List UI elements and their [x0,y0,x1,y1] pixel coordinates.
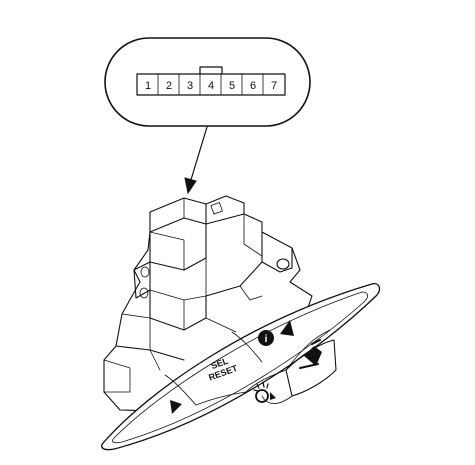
switch-face: i SEL RESET [101,283,381,451]
illumination-arrow-icon [270,392,276,400]
info-button[interactable]: i [258,320,294,346]
info-icon [258,330,274,346]
arrow-up-icon [280,320,294,336]
triangle-down-icon [170,400,182,414]
illumination-button[interactable] [253,381,276,403]
dash-brightness-icon [304,346,322,366]
down-button[interactable] [170,400,182,414]
leader-arrow [184,126,208,195]
pin-label: 7 [271,80,277,92]
pin-label: 4 [208,80,214,92]
connector-pin-row: 1 2 3 4 5 6 7 [136,66,286,96]
pin-label: 6 [250,80,256,92]
pin-label: 5 [229,80,235,92]
pin-label: 3 [187,80,193,92]
pin-label: 2 [166,80,172,92]
pin-label: 1 [145,80,151,92]
connector-callout: 1 2 3 4 5 6 7 [104,37,311,127]
illumination-icon [255,389,269,403]
info-button-label: i [265,334,268,345]
dash-brightness-knob[interactable] [299,339,322,369]
